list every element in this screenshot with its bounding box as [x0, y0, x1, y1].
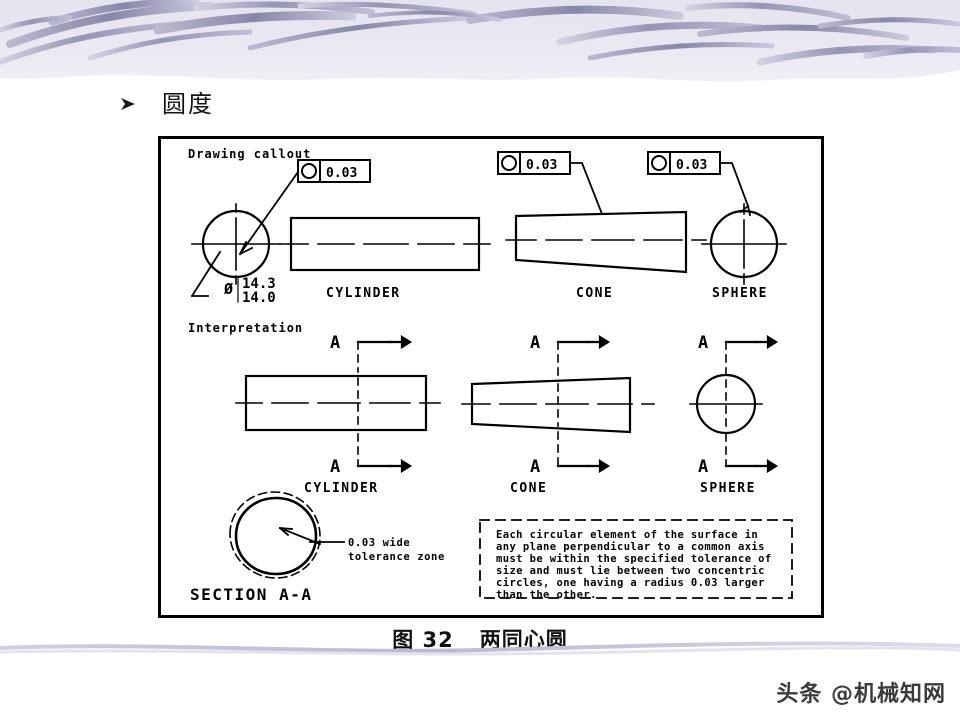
svg-text:A: A: [698, 333, 708, 353]
cylinder-drawing-callout: [279, 216, 491, 272]
note-line-5: circles, one having a radius 0.03 larger: [496, 577, 765, 589]
section-aa-title: SECTION A-A: [190, 585, 312, 604]
leader-line-fcf-circle: [238, 170, 300, 256]
cone-interpretation: A A: [461, 333, 655, 477]
svg-text:14.3: 14.3: [242, 276, 276, 292]
cone-drawing-callout: [505, 210, 707, 274]
technical-drawing-figure: .hand{font-family:"DejaVu Sans Mono","Li…: [158, 136, 824, 618]
svg-text:A: A: [330, 457, 340, 477]
cone-caption-2: CONE: [510, 481, 547, 496]
svg-text:0.03: 0.03: [526, 158, 557, 173]
decorative-header-band: [0, 0, 960, 88]
feature-control-frame-cone: 0.03: [497, 151, 571, 175]
cylinder-interpretation: A A: [235, 333, 441, 477]
figure-number: 图 32: [392, 628, 454, 652]
feature-control-frame-sphere: 0.03: [647, 151, 721, 175]
note-line-6: than the other.: [496, 589, 597, 601]
svg-text:0.03: 0.03: [676, 158, 707, 173]
svg-text:A: A: [530, 333, 540, 353]
circle-feature: [191, 203, 281, 285]
page-title: 圆度: [162, 90, 214, 118]
note-line-2: any plane perpendicular to a common axis: [496, 541, 765, 553]
cone-caption-1: CONE: [576, 286, 613, 301]
sphere-interpretation: A A: [689, 333, 779, 477]
section-aa-diagram: 0.03 wide tolerance zone SECTION A-A: [190, 491, 445, 604]
drawing-callout-label: Drawing callout: [188, 147, 311, 161]
tolerance-zone-callout-line2: tolerance zone: [348, 551, 445, 563]
interpretation-label: Interpretation: [188, 321, 303, 335]
leader-line-fcf-sphere: [719, 162, 750, 208]
feature-control-frame-cylinder: 0.03: [297, 159, 371, 183]
sphere-caption-2: SPHERE: [700, 481, 756, 496]
cylinder-caption-1: CYLINDER: [326, 286, 401, 301]
svg-text:A: A: [330, 333, 340, 353]
dimension-leader: [190, 250, 222, 298]
note-line-3: must be within the specified tolerance o…: [496, 553, 772, 565]
svg-text:14.0: 14.0: [242, 290, 276, 306]
svg-text:0.03: 0.03: [326, 166, 357, 181]
sphere-caption-1: SPHERE: [712, 286, 768, 301]
watermark: 头条 @机械知网: [776, 682, 946, 707]
decorative-bottom-wave: [0, 628, 960, 668]
svg-text:A: A: [698, 457, 708, 477]
svg-text:A: A: [530, 457, 540, 477]
svg-text:Ø: Ø: [223, 280, 233, 298]
arrow-bullet-icon: [118, 94, 138, 114]
cylinder-caption-2: CYLINDER: [304, 481, 379, 496]
leader-line-fcf-cone: [569, 162, 604, 216]
note-line-4: size and must lie between two concentric: [496, 565, 765, 577]
slide-heading-row: 圆度: [118, 92, 214, 116]
sphere-drawing-callout: [701, 203, 787, 285]
tolerance-zone-callout-line1: 0.03 wide: [348, 537, 410, 549]
note-box: Each circular element of the surface in …: [479, 519, 793, 601]
note-line-1: Each circular element of the surface in: [496, 529, 758, 541]
